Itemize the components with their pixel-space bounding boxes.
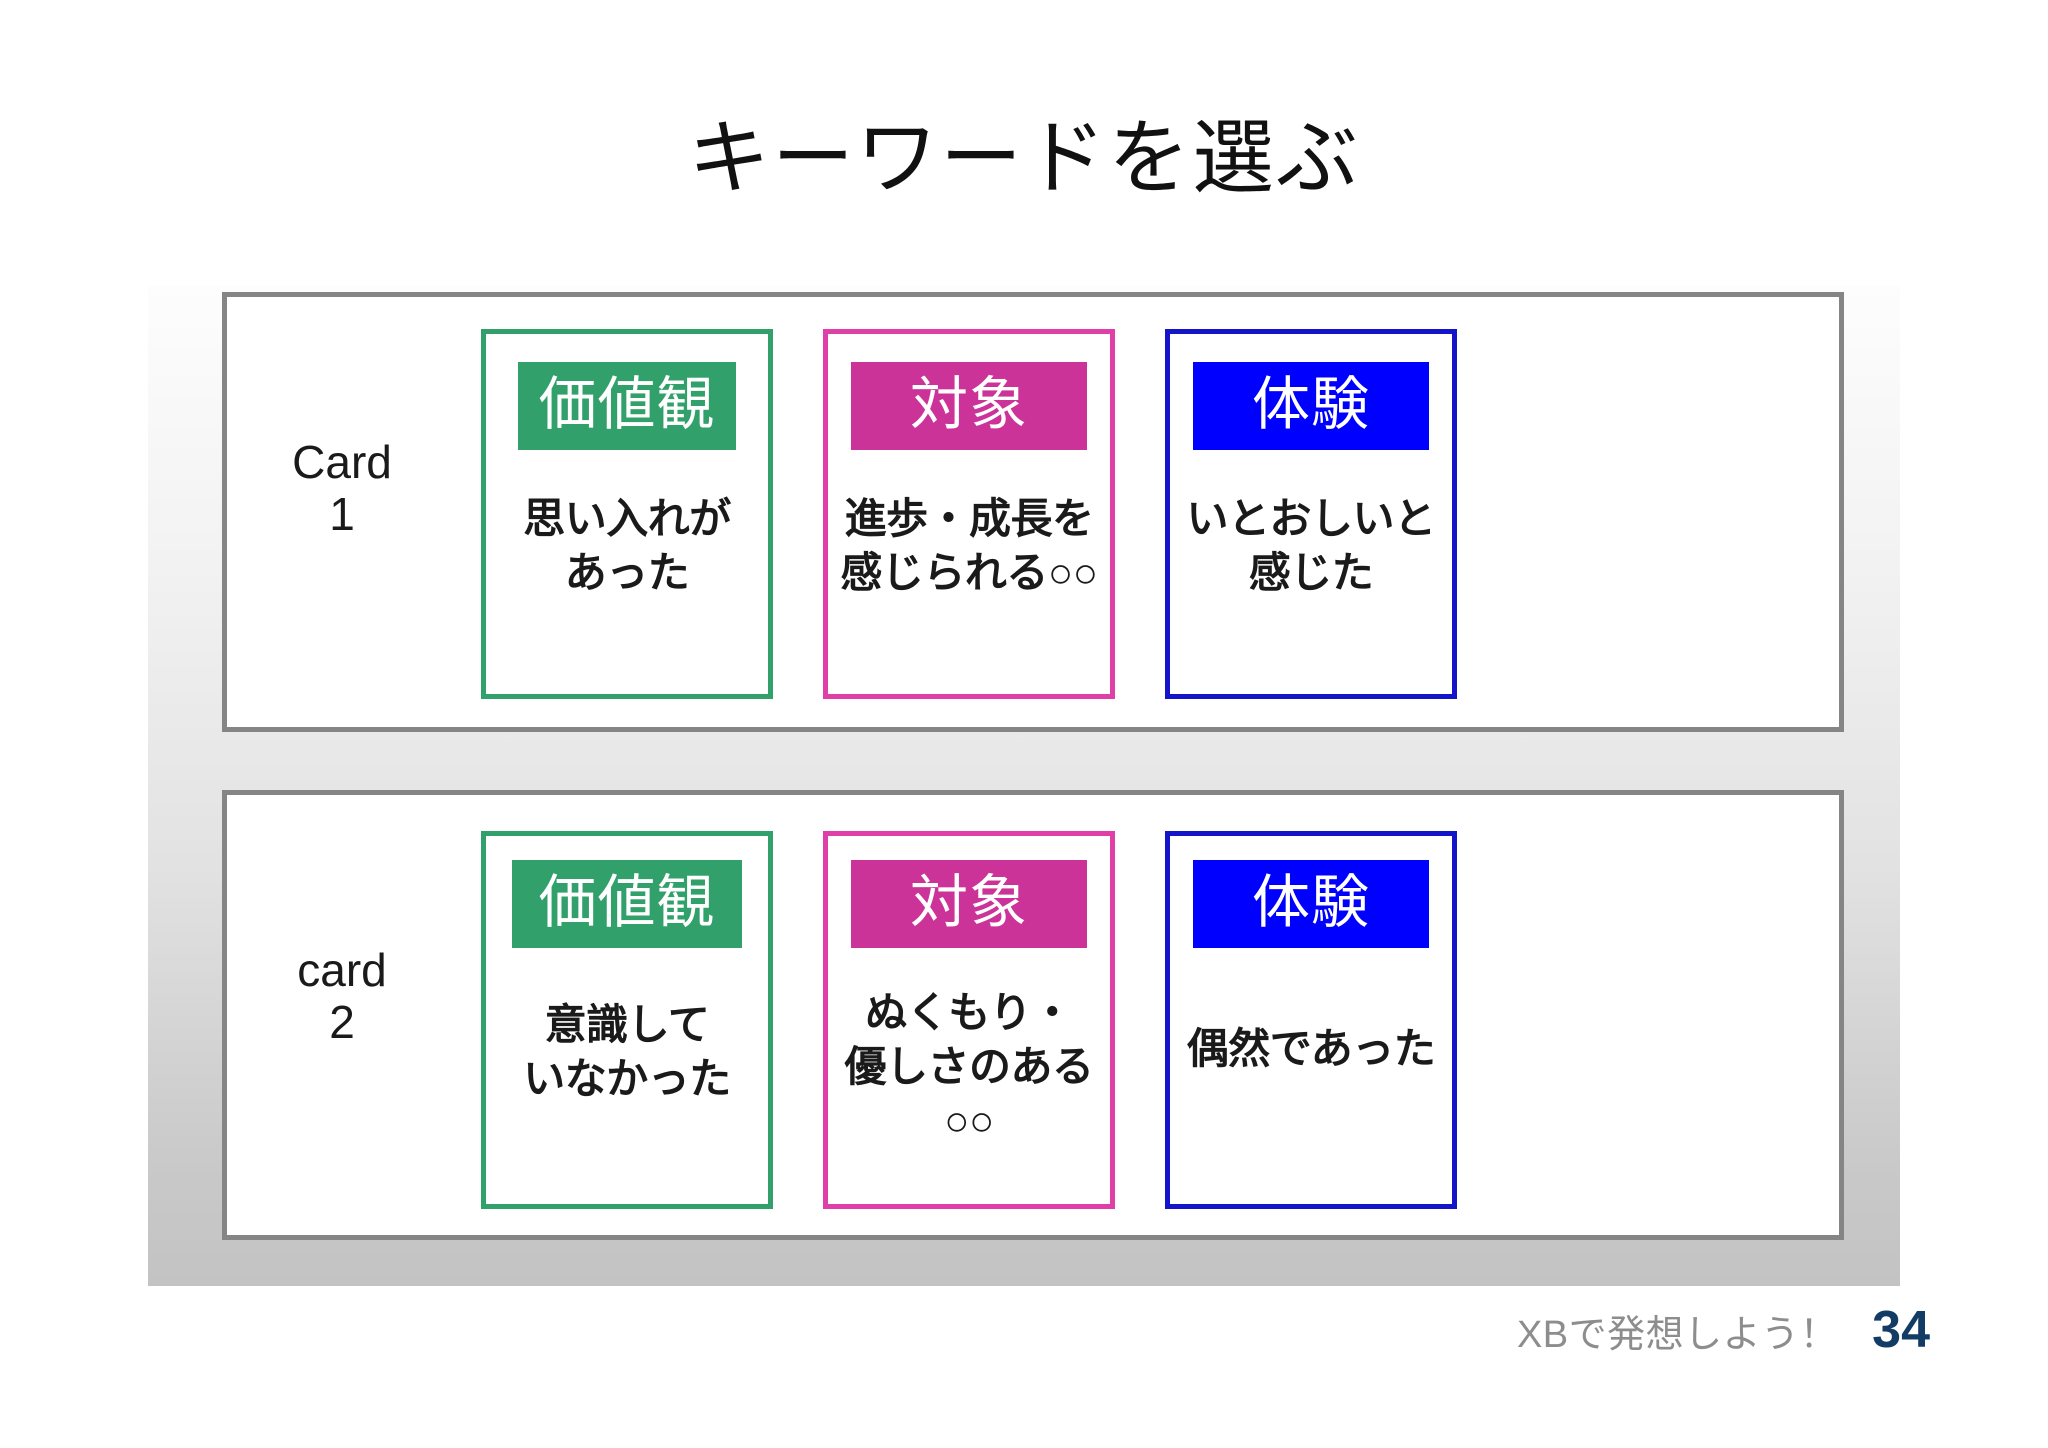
- slide-footer: XBで発想しよう！ 34: [1517, 1300, 1930, 1360]
- keyword-body-target-card2: ぬくもり・ 優しさのある ○○: [834, 986, 1104, 1147]
- card-row-1: Card 1 価値観 思い入れが あった 対象 進歩・成長を 感じられる○○ 体…: [222, 292, 1844, 732]
- keyword-body-line2: あった: [564, 548, 690, 596]
- keyword-body-line1: ぬくもり・: [865, 989, 1073, 1036]
- card-row-1-label-line2: 1: [329, 487, 355, 540]
- keyword-body-experience-card1: いとおしいと 感じた: [1176, 492, 1446, 600]
- keyword-header-target-card1: 対象: [851, 362, 1087, 450]
- keyword-body-target-card1: 進歩・成長を 感じられる○○: [834, 492, 1104, 600]
- card-row-2-label: card 2: [227, 944, 457, 1048]
- page-title: キーワードを選ぶ: [687, 113, 1360, 204]
- keyword-body-line2: 感じた: [1248, 548, 1374, 596]
- keyword-body-line2: 優しさのある: [844, 1042, 1094, 1090]
- keyword-body-line2: 感じられる○○: [840, 548, 1098, 596]
- card-row-2: card 2 価値観 意識して いなかった 対象 ぬくもり・ 優しさのある ○○…: [222, 790, 1844, 1240]
- card-row-1-label-line1: Card: [292, 436, 392, 488]
- card-row-2-label-line2: 2: [329, 995, 355, 1048]
- footer-note: XBで発想しよう！: [1516, 1314, 1839, 1356]
- keyword-header-value-card1: 価値観: [518, 362, 736, 450]
- card-row-2-label-line1: card: [297, 944, 387, 996]
- keyword-box-target-card1[interactable]: 対象 進歩・成長を 感じられる○○: [823, 329, 1115, 699]
- keyword-body-line1: 進歩・成長を: [844, 495, 1094, 542]
- keyword-header-experience-card1: 体験: [1193, 362, 1429, 450]
- keyword-body-line2: いなかった: [523, 1054, 731, 1102]
- page-number: 34: [1872, 1301, 1930, 1359]
- keyword-body-line1: いとおしいと: [1186, 495, 1436, 542]
- keyword-body-line1: 意識して: [544, 1001, 710, 1048]
- keyword-box-experience-card1[interactable]: 体験 いとおしいと 感じた: [1165, 329, 1457, 699]
- keyword-body-line3: ○○: [944, 1096, 994, 1144]
- keyword-box-value-card2[interactable]: 価値観 意識して いなかった: [481, 831, 773, 1209]
- keyword-header-target-card2: 対象: [851, 860, 1087, 948]
- keyword-body-line1: 偶然であった: [1186, 1025, 1436, 1072]
- keyword-header-value-card2: 価値観: [512, 860, 742, 948]
- keyword-header-experience-card2: 体験: [1193, 860, 1429, 948]
- keyword-body-value-card1: 思い入れが あった: [492, 492, 762, 600]
- keyword-box-value-card1[interactable]: 価値観 思い入れが あった: [481, 329, 773, 699]
- keyword-body-experience-card2: 偶然であった: [1176, 1022, 1446, 1076]
- keyword-body-value-card2: 意識して いなかった: [492, 998, 762, 1106]
- keyword-box-target-card2[interactable]: 対象 ぬくもり・ 優しさのある ○○: [823, 831, 1115, 1209]
- keyword-body-line1: 思い入れが: [523, 495, 731, 542]
- card-row-1-label: Card 1: [227, 436, 457, 540]
- keyword-box-experience-card2[interactable]: 体験 偶然であった: [1165, 831, 1457, 1209]
